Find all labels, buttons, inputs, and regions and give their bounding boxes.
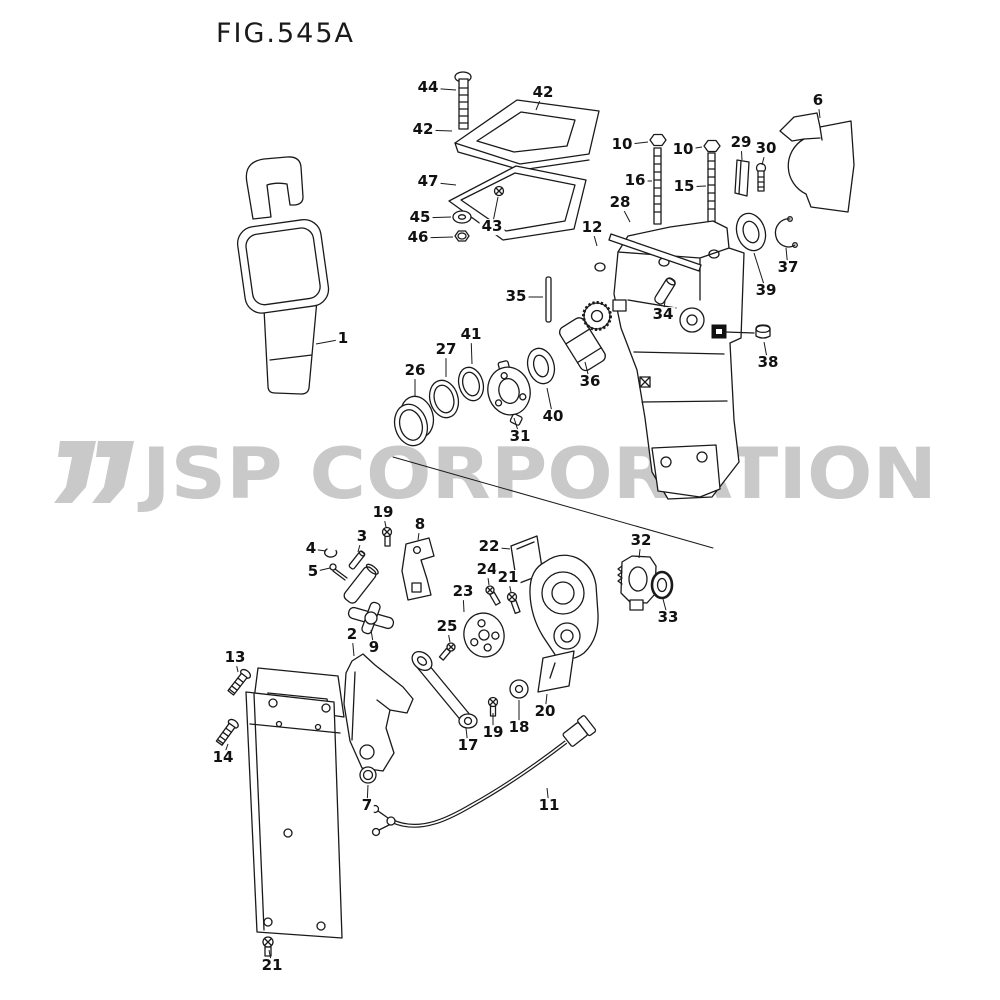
part-4-clip	[324, 548, 338, 558]
part-42-plate	[454, 99, 600, 171]
part-2-bracket-arm	[343, 653, 414, 772]
part-38-cap	[755, 324, 771, 339]
part-24-screw	[485, 585, 501, 606]
callout-leader-line-45	[419, 216, 452, 219]
callout-leader-line-32	[638, 540, 642, 559]
part-31-retainer	[487, 360, 531, 426]
part-10-nut-right	[703, 139, 721, 153]
part-39-bushing	[735, 212, 767, 252]
callout-leader-line-47	[427, 181, 457, 186]
part-20-plate	[537, 650, 575, 693]
callout-leader-line-19	[382, 512, 387, 528]
callout-leader-line-17	[465, 727, 469, 747]
part-17-link	[411, 650, 478, 729]
callout-leader-line-15	[683, 185, 707, 188]
callout-leader-line-1	[315, 338, 344, 345]
callout-leader-line-39	[753, 252, 767, 292]
callout-leader-line-40	[546, 387, 554, 418]
callout-leader-line-25	[446, 626, 451, 643]
callout-leader-line-30	[761, 148, 767, 166]
part-29-clamp	[734, 159, 750, 197]
part-1-control-lever	[236, 156, 330, 395]
callout-leader-line-46	[417, 236, 454, 239]
part-32-lever	[617, 555, 657, 611]
callout-leader-line-13	[234, 657, 239, 673]
callout-leader-line-4	[310, 548, 327, 552]
callout-leader-line-9	[370, 629, 375, 649]
part-27-ring	[428, 379, 460, 419]
part-13-screw	[227, 668, 252, 696]
figure-title: FIG.545A	[216, 18, 356, 49]
part-46-nut	[454, 230, 470, 242]
callout-leader-line-8	[417, 524, 421, 541]
part-23-cam-plate	[463, 612, 505, 658]
callout-leader-line-5	[312, 567, 331, 573]
callout-leader-line-37	[785, 247, 789, 269]
part-25-screw	[438, 642, 456, 661]
part-47-gasket-plate	[448, 165, 587, 241]
part-9-swivel	[343, 563, 395, 635]
part-26-ring	[393, 395, 435, 447]
part-5-pin	[329, 563, 348, 581]
part-21-screw-mid	[506, 591, 521, 615]
part-14-screw	[215, 718, 239, 746]
callout-leader-line-28	[619, 202, 631, 223]
part-11-cable	[370, 715, 597, 837]
callout-leader-line-44	[427, 87, 457, 91]
part-15-stud	[707, 152, 716, 224]
callout-leader-line-42	[422, 129, 453, 132]
axis-line	[392, 456, 714, 549]
callout-leader-line-24	[486, 569, 490, 586]
callout-leader-line-20	[544, 693, 548, 713]
callout-leader-line-10	[682, 146, 703, 151]
callout-leader-line-7	[366, 784, 369, 807]
part-mounting-plate	[245, 667, 345, 939]
callout-leader-line-22	[488, 546, 511, 550]
callout-leader-line-29	[740, 142, 743, 161]
callout-leader-line-38	[763, 341, 769, 364]
callout-leader-line-11	[546, 787, 550, 807]
part-34-pin	[654, 277, 676, 305]
part-36-drive-gear	[558, 301, 612, 372]
part-40-washer	[526, 347, 556, 385]
part-cam-housing	[529, 554, 599, 660]
part-16-stud	[653, 147, 662, 225]
part-6-bracket	[779, 112, 855, 213]
part-33-grommet	[650, 570, 674, 600]
part-12-pin	[594, 233, 702, 272]
part-37-snap-ring	[774, 216, 798, 248]
callout-leader-line-21	[507, 577, 512, 593]
part-43-screw	[493, 185, 505, 197]
part-18-disc	[509, 679, 529, 699]
callout-leader-line-41	[470, 334, 473, 365]
part-45-washer	[452, 210, 472, 224]
part-44-bolt	[454, 71, 472, 130]
part-35-pin	[545, 276, 552, 323]
callout-leader-line-14	[222, 743, 229, 759]
callout-leader-line-2	[351, 634, 355, 657]
part-19-screw-upper	[381, 526, 393, 547]
callout-leader-line-3	[357, 536, 363, 553]
part-10-nut-left	[649, 133, 667, 147]
watermark-logo	[54, 441, 134, 503]
callout-leader-line-33	[662, 598, 669, 619]
watermark-text: JSP CORPORATION	[138, 433, 937, 515]
part-21-screw-bottom	[262, 936, 274, 957]
callout-leader-line-6	[817, 100, 821, 119]
callout-leader-line-12	[591, 227, 598, 247]
part-41-ring	[457, 366, 485, 402]
part-7-o-ring	[359, 766, 377, 784]
part-28-bracket-housing	[612, 220, 755, 500]
part-8-bracket	[401, 537, 435, 601]
part-30-bolt	[755, 162, 767, 192]
part-3-pin	[348, 550, 366, 570]
callout-leader-line-10	[621, 141, 649, 146]
callout-leader-line-23	[462, 591, 465, 613]
